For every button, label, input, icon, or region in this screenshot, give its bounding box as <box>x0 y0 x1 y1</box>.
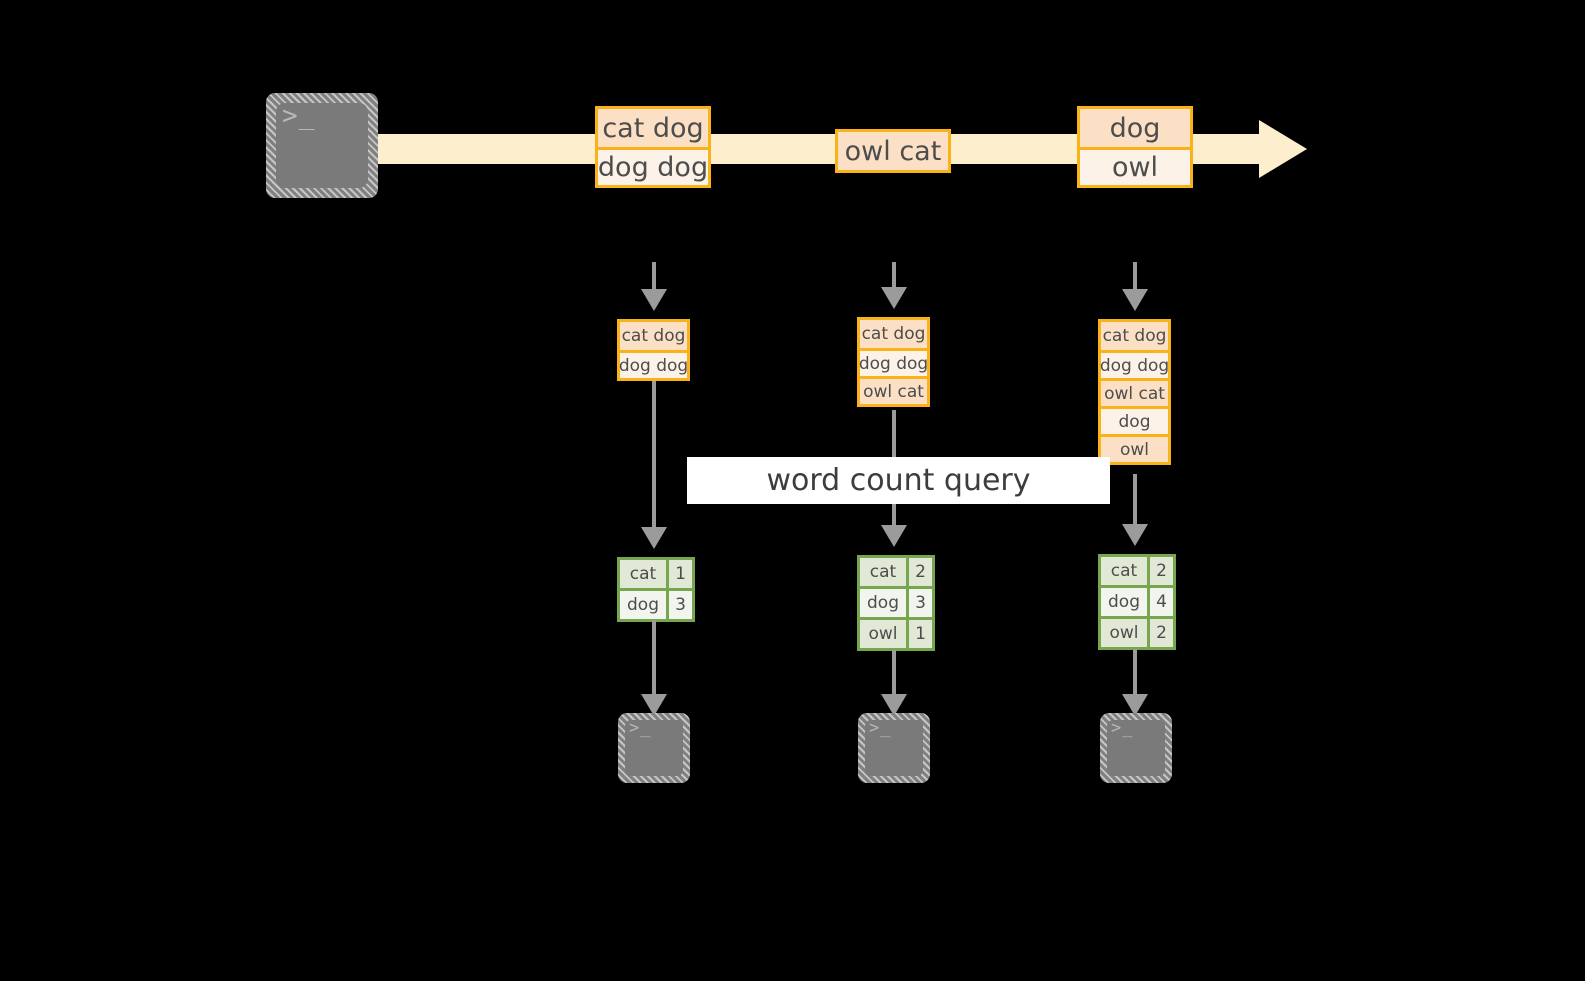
snapshot-3-sink-line <box>1133 649 1137 696</box>
stream-arrowhead <box>1259 120 1307 178</box>
table-row: dog 3 <box>860 586 932 617</box>
source-terminal-icon[interactable]: >_ <box>266 93 378 198</box>
terminal-prompt: >_ <box>869 718 892 738</box>
terminal-prompt: >_ <box>1111 718 1134 738</box>
buffer-line: cat dog <box>860 320 927 348</box>
snapshot-1-sink-terminal-icon[interactable]: >_ <box>618 713 690 783</box>
snapshot-2-tap-line <box>892 262 896 290</box>
snapshot-1-query-line <box>652 381 656 529</box>
buffer-line: dog dog <box>619 350 688 378</box>
snapshot-3-input-buffer[interactable]: cat dog dog dog owl cat dog owl <box>1098 319 1171 465</box>
snapshot-3-result-table[interactable]: cat 2 dog 4 owl 2 <box>1098 554 1176 650</box>
stream-record-line: dog dog <box>598 147 708 185</box>
snapshot-1-sink-line <box>652 620 656 696</box>
terminal-prompt: >_ <box>282 101 316 131</box>
query-label: word count query <box>687 457 1110 504</box>
snapshot-3-tap-arrowhead <box>1122 289 1148 311</box>
snapshot-2-sink-line <box>892 650 896 696</box>
result-word: cat <box>620 560 666 588</box>
result-count: 4 <box>1147 588 1173 616</box>
result-count: 3 <box>666 591 692 619</box>
result-word: cat <box>1101 557 1147 585</box>
buffer-line: cat dog <box>620 322 687 350</box>
snapshot-1-input-buffer[interactable]: cat dog dog dog <box>617 319 690 381</box>
terminal-screen <box>625 720 683 776</box>
result-word: dog <box>860 589 906 617</box>
terminal-screen <box>865 720 923 776</box>
terminal-screen <box>276 103 368 188</box>
snapshot-1-sink-arrowhead <box>641 694 667 716</box>
snapshot-2-result-table[interactable]: cat 2 dog 3 owl 1 <box>857 555 935 651</box>
result-count: 1 <box>906 620 932 648</box>
stream-record-line: owl <box>1080 147 1190 185</box>
buffer-line: dog <box>1101 406 1168 434</box>
terminal-screen <box>1107 720 1165 776</box>
table-row: dog 4 <box>1101 585 1173 616</box>
snapshot-2-tap-arrowhead <box>881 287 907 309</box>
snapshot-2-sink-arrowhead <box>881 694 907 716</box>
snapshot-1-tap-line <box>652 262 656 292</box>
buffer-line: owl <box>1101 434 1168 462</box>
stream-record-line: owl cat <box>838 132 948 170</box>
table-row: cat 2 <box>860 558 932 586</box>
result-count: 1 <box>666 560 692 588</box>
snapshot-3-sink-terminal-icon[interactable]: >_ <box>1100 713 1172 783</box>
snapshot-2-sink-terminal-icon[interactable]: >_ <box>858 713 930 783</box>
snapshot-1-tap-arrowhead <box>641 289 667 311</box>
buffer-line: owl cat <box>1101 378 1168 406</box>
snapshot-2-input-buffer[interactable]: cat dog dog dog owl cat <box>857 317 930 407</box>
terminal-prompt: >_ <box>629 718 652 738</box>
result-count: 2 <box>1147 557 1173 585</box>
table-row: owl 2 <box>1101 616 1173 647</box>
result-word: dog <box>1101 588 1147 616</box>
table-row: owl 1 <box>860 617 932 648</box>
snapshot-3-sink-arrowhead <box>1122 694 1148 716</box>
snapshot-1-query-arrowhead <box>641 527 667 549</box>
buffer-line: dog dog <box>1100 350 1169 378</box>
table-row: cat 1 <box>620 560 692 588</box>
stream-record-group-2[interactable]: owl cat <box>835 129 951 173</box>
buffer-line: owl cat <box>860 376 927 404</box>
table-row: cat 2 <box>1101 557 1173 585</box>
result-word: dog <box>620 591 666 619</box>
snapshot-3-query-arrowhead <box>1122 524 1148 546</box>
result-word: owl <box>860 620 906 648</box>
snapshot-3-query-line <box>1133 474 1137 526</box>
table-row: dog 3 <box>620 588 692 619</box>
stream-record-line: cat dog <box>598 109 708 147</box>
buffer-line: cat dog <box>1101 322 1168 350</box>
result-count: 3 <box>906 589 932 617</box>
result-word: owl <box>1101 619 1147 647</box>
buffer-line: dog dog <box>859 348 928 376</box>
snapshot-3-tap-line <box>1133 262 1137 292</box>
stream-record-group-1[interactable]: cat dog dog dog <box>595 106 711 188</box>
result-count: 2 <box>906 558 932 586</box>
stream-record-line: dog <box>1080 109 1190 147</box>
stream-record-group-3[interactable]: dog owl <box>1077 106 1193 188</box>
snapshot-1-result-table[interactable]: cat 1 dog 3 <box>617 557 695 622</box>
result-word: cat <box>860 558 906 586</box>
result-count: 2 <box>1147 619 1173 647</box>
snapshot-2-query-arrowhead <box>881 525 907 547</box>
